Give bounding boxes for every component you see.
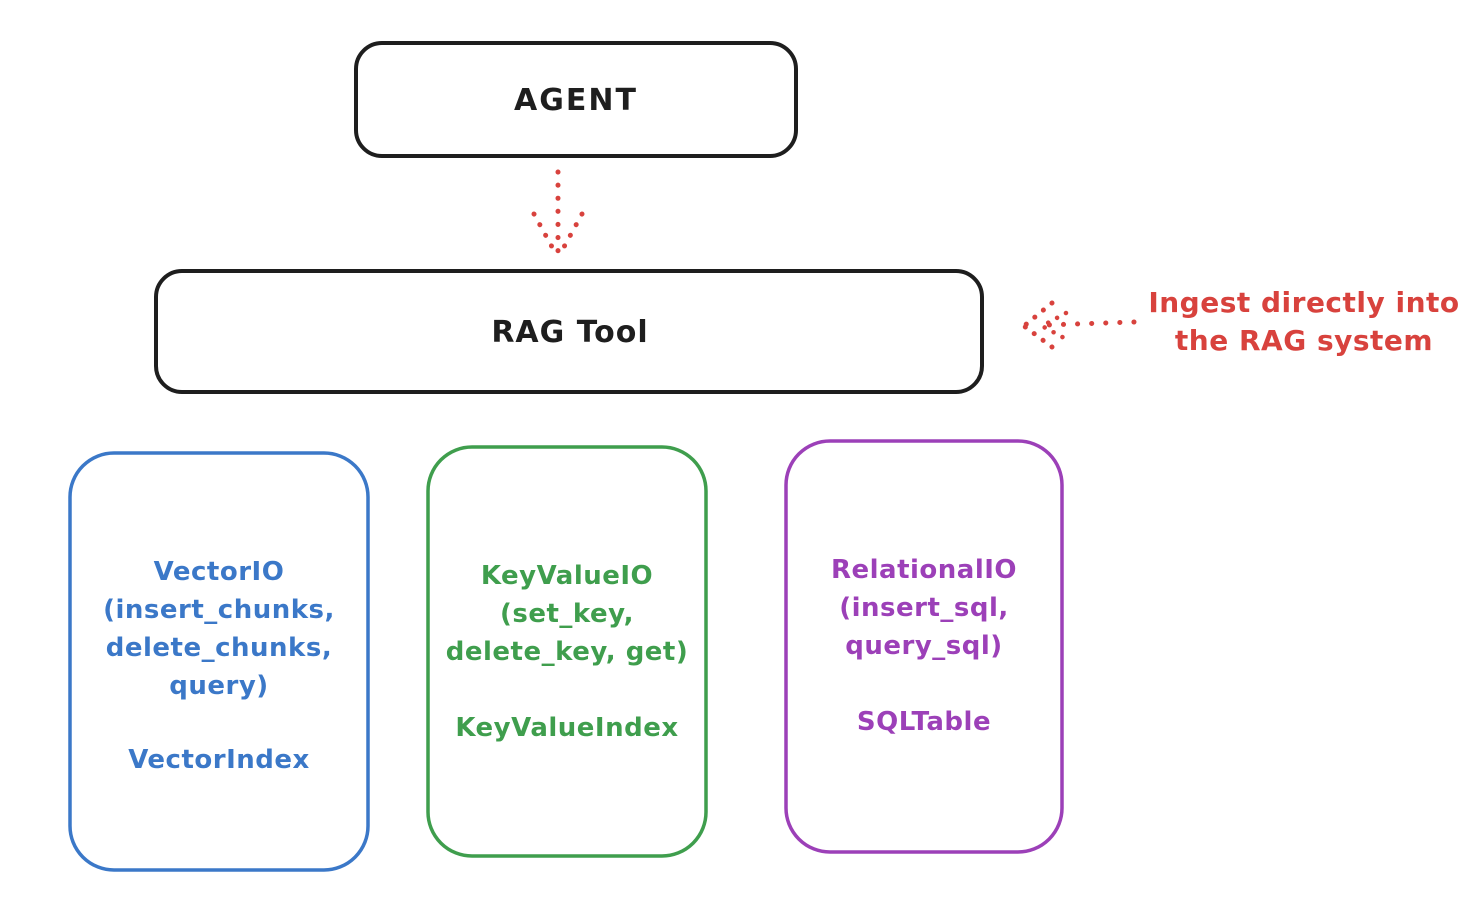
agent-node: AGENT: [354, 41, 798, 158]
keyvalue-io-title: KeyValueIO: [481, 561, 653, 591]
arrow-shaft: [1043, 319, 1137, 328]
arrowhead-inner-chevron: [1037, 310, 1069, 342]
vector-index-label: VectorIndex: [128, 745, 310, 775]
keyvalue-io-node: KeyValueIO (set_key, delete_key, get) Ke…: [426, 445, 708, 858]
relational-io-node: RelationalIO (insert_sql, query_sql) SQL…: [784, 439, 1064, 854]
arrowhead-lower-wing: [1021, 323, 1055, 350]
relational-io-methods-line-1: (insert_sql,: [839, 593, 1009, 623]
keyvalue-index-label: KeyValueIndex: [455, 713, 678, 743]
agent-box: [354, 41, 798, 158]
sql-table-label: SQLTable: [857, 707, 991, 737]
keyvalue-io-box: [426, 445, 708, 858]
arrowhead-right-wing: [556, 211, 585, 259]
annotation-line-2: the RAG system: [1175, 324, 1433, 357]
relational-io-title: RelationalIO: [831, 555, 1017, 585]
keyvalue-io-methods-line-2: delete_key, get): [446, 637, 689, 667]
vector-io-methods-line-1: (insert_chunks,: [103, 595, 335, 625]
rag-tool-node: RAG Tool: [154, 269, 984, 394]
keyvalue-io-methods-line-1: (set_key,: [500, 599, 634, 629]
arrowhead-left-wing: [531, 211, 560, 259]
vector-io-methods-line-3: query): [169, 671, 268, 701]
rag-tool-label: RAG Tool: [491, 315, 648, 350]
arrow-annotation-to-ragtool: [1021, 300, 1137, 350]
relational-io-methods-line-2: query_sql): [845, 631, 1002, 661]
vector-io-title: VectorIO: [154, 557, 285, 587]
agent-label: AGENT: [514, 83, 638, 118]
annotation-line-1: Ingest directly into: [1148, 286, 1459, 319]
vector-io-node: VectorIO (insert_chunks, delete_chunks, …: [68, 451, 370, 872]
arrow-agent-to-ragtool: [531, 169, 585, 259]
rag-tool-box: [154, 269, 984, 394]
ingest-annotation: Ingest directly into the RAG system: [1148, 286, 1459, 357]
relational-io-box: [784, 439, 1064, 854]
vector-io-methods-line-2: delete_chunks,: [106, 633, 332, 663]
vector-io-box: [68, 451, 370, 872]
